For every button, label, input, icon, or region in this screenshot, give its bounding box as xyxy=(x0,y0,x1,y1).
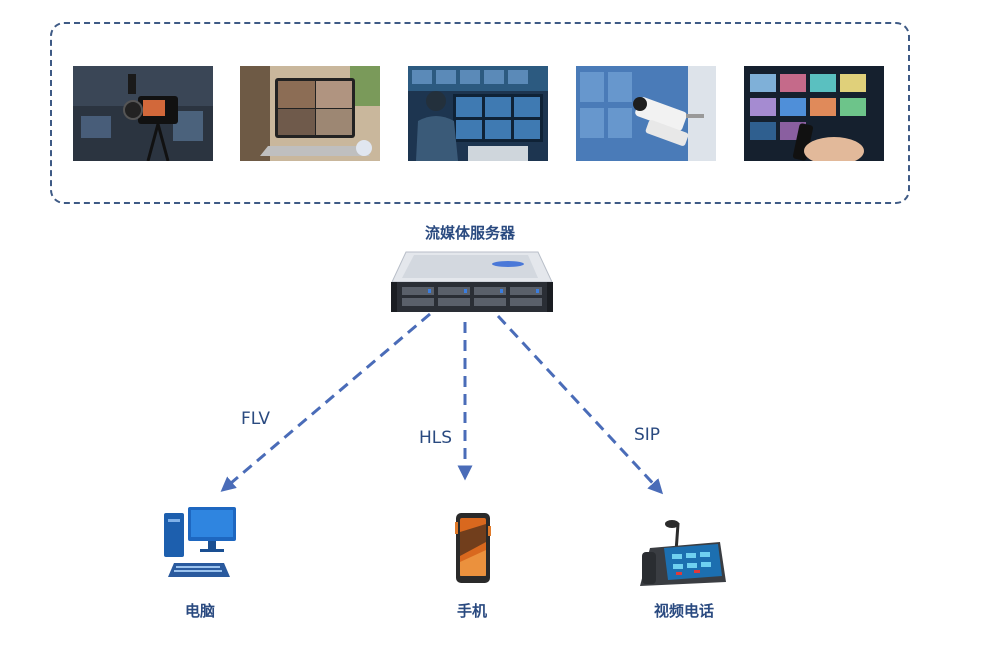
computer-label: 电脑 xyxy=(184,602,216,620)
desktop-computer-icon xyxy=(160,505,240,587)
broadcast-camera-photo xyxy=(73,66,213,161)
video-sources-group xyxy=(50,22,910,204)
streaming-server-icon xyxy=(388,250,556,320)
flv-label: FLV xyxy=(241,409,271,429)
flv-arrow xyxy=(220,312,431,492)
sip-arrow xyxy=(496,314,664,495)
mobile-phone-icon xyxy=(455,512,491,588)
smart-tv-photo xyxy=(744,66,884,161)
hls-label: HLS xyxy=(419,428,453,448)
server-label: 流媒体服务器 xyxy=(424,224,516,242)
video-conference-photo xyxy=(240,66,380,161)
security-camera-photo xyxy=(576,66,716,161)
video-phone-icon xyxy=(636,518,728,594)
phone-label: 手机 xyxy=(456,602,488,620)
sip-label: SIP xyxy=(634,425,661,445)
videophone-label: 视频电话 xyxy=(653,602,715,620)
surveillance-monitor-photo xyxy=(408,66,548,161)
